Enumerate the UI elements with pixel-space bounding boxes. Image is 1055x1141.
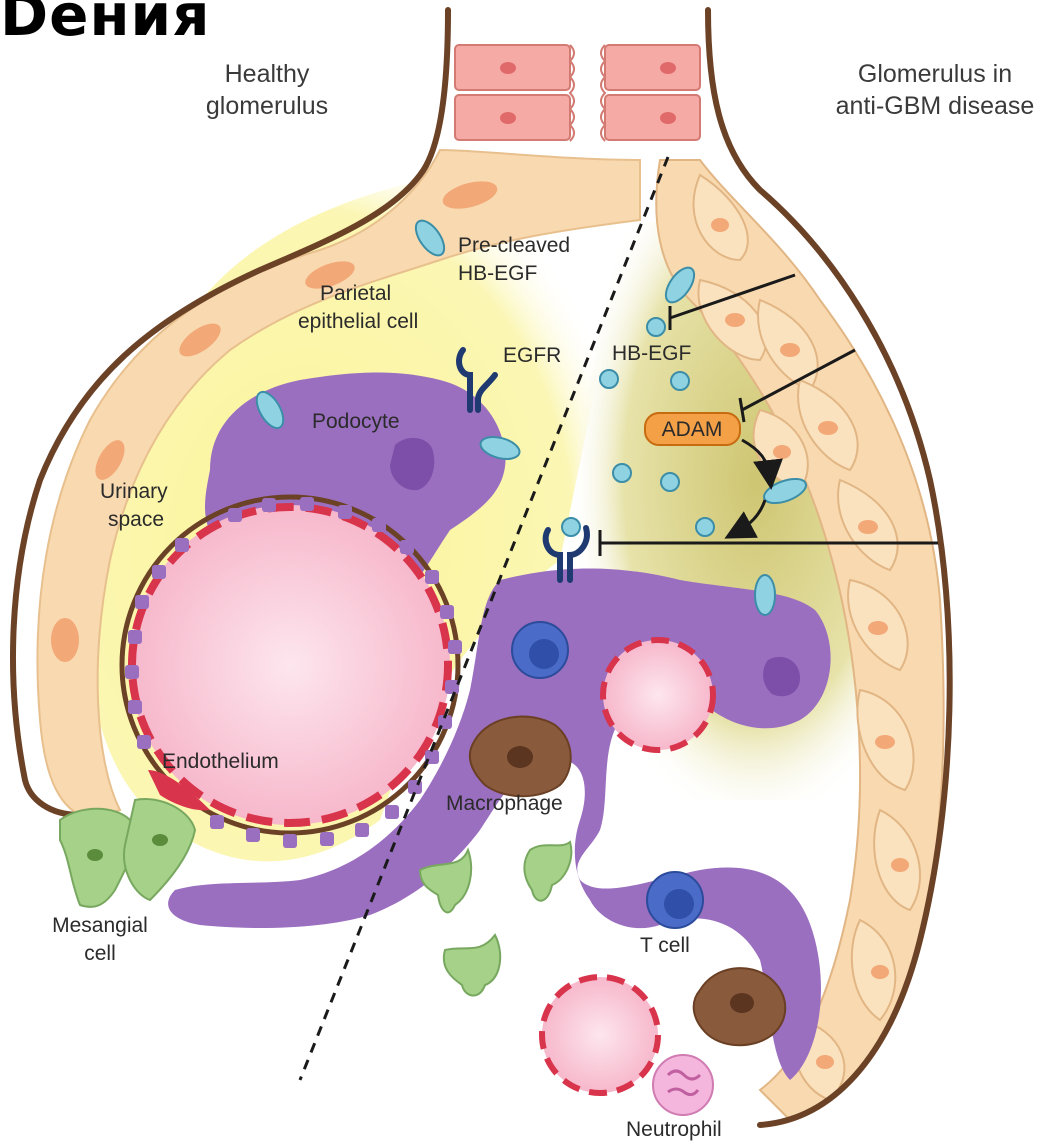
header-right-line1: Glomerulus in	[858, 60, 1012, 88]
hb-egf-label: HB-EGF	[612, 342, 691, 365]
neutrophil-label: Neutrophil	[626, 1118, 722, 1141]
macrophage-lower	[694, 968, 786, 1045]
egfr-label: EGFR	[503, 344, 561, 367]
pre-cleaved-label-line1: Pre-cleaved	[458, 234, 570, 257]
macrophage-label: Macrophage	[446, 792, 563, 815]
header-right-line2: anti-GBM disease	[836, 92, 1035, 120]
mesangial-label-line1: Mesangial	[52, 914, 148, 937]
urinary-space-label-line1: Urinary	[100, 480, 168, 503]
header-left-line1: Healthy	[225, 60, 310, 88]
t-cell-label: T cell	[640, 934, 690, 957]
endothelium-label: Endothelium	[162, 750, 279, 773]
header-left-line2: glomerulus	[206, 92, 328, 120]
mesangial-cells-diseased	[420, 842, 571, 996]
t-cell-upper	[512, 622, 568, 678]
pre-cleaved-label-line2: HB-EGF	[458, 262, 537, 285]
parietal-label-line2: epithelial cell	[298, 310, 418, 333]
t-cell-lower	[647, 872, 703, 928]
urinary-space-label-line2: space	[108, 508, 164, 531]
adam-enzyme: ADAM	[645, 413, 740, 445]
tubule-cells	[455, 45, 700, 141]
neutrophil	[653, 1055, 713, 1115]
podocyte-label: Podocyte	[312, 410, 400, 433]
mesangial-label-line2: cell	[84, 942, 116, 965]
parietal-label-line1: Parietal	[320, 282, 391, 305]
macrophage-upper	[470, 717, 571, 797]
adam-label: ADAM	[662, 418, 723, 441]
